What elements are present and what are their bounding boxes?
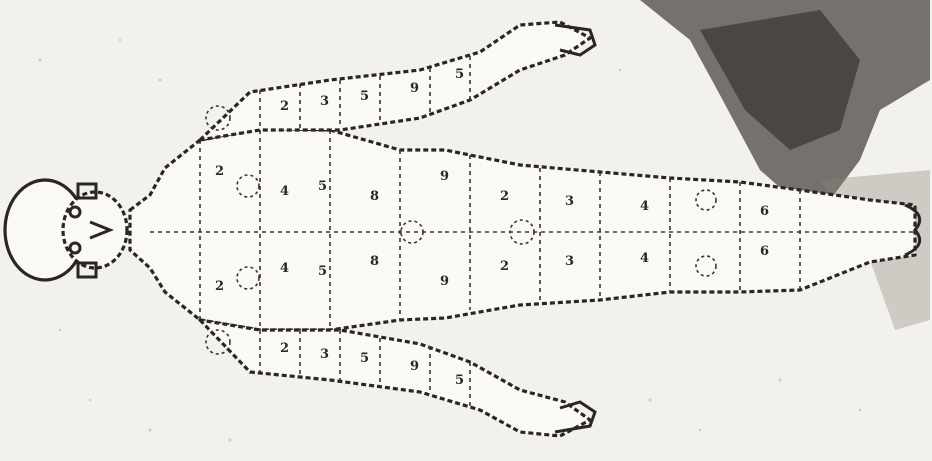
svg-text:2: 2 bbox=[280, 341, 289, 356]
svg-text:3: 3 bbox=[320, 347, 329, 362]
svg-text:4: 4 bbox=[280, 261, 289, 276]
svg-text:9: 9 bbox=[410, 359, 419, 374]
svg-text:8: 8 bbox=[370, 254, 379, 269]
svg-text:6: 6 bbox=[760, 204, 769, 219]
svg-text:4: 4 bbox=[640, 199, 649, 214]
svg-text:8: 8 bbox=[370, 189, 379, 204]
svg-text:2: 2 bbox=[215, 164, 224, 179]
svg-text:5: 5 bbox=[318, 179, 327, 194]
svg-text:2: 2 bbox=[500, 259, 509, 274]
svg-text:9: 9 bbox=[440, 274, 449, 289]
svg-text:9: 9 bbox=[440, 169, 449, 184]
svg-text:4: 4 bbox=[280, 184, 289, 199]
svg-text:5: 5 bbox=[455, 373, 464, 388]
svg-text:3: 3 bbox=[320, 94, 329, 109]
svg-text:2: 2 bbox=[280, 99, 289, 114]
svg-text:2: 2 bbox=[215, 279, 224, 294]
svg-text:5: 5 bbox=[455, 67, 464, 82]
arm-upper bbox=[200, 22, 595, 140]
svg-text:6: 6 bbox=[760, 244, 769, 259]
svg-text:3: 3 bbox=[565, 254, 574, 269]
svg-text:5: 5 bbox=[360, 351, 369, 366]
svg-text:4: 4 bbox=[640, 251, 649, 266]
head bbox=[5, 180, 127, 280]
svg-text:9: 9 bbox=[410, 81, 419, 96]
svg-text:5: 5 bbox=[318, 264, 327, 279]
svg-text:2: 2 bbox=[500, 189, 509, 204]
svg-text:5: 5 bbox=[360, 89, 369, 104]
svg-text:3: 3 bbox=[565, 194, 574, 209]
arm-lower bbox=[200, 320, 595, 436]
